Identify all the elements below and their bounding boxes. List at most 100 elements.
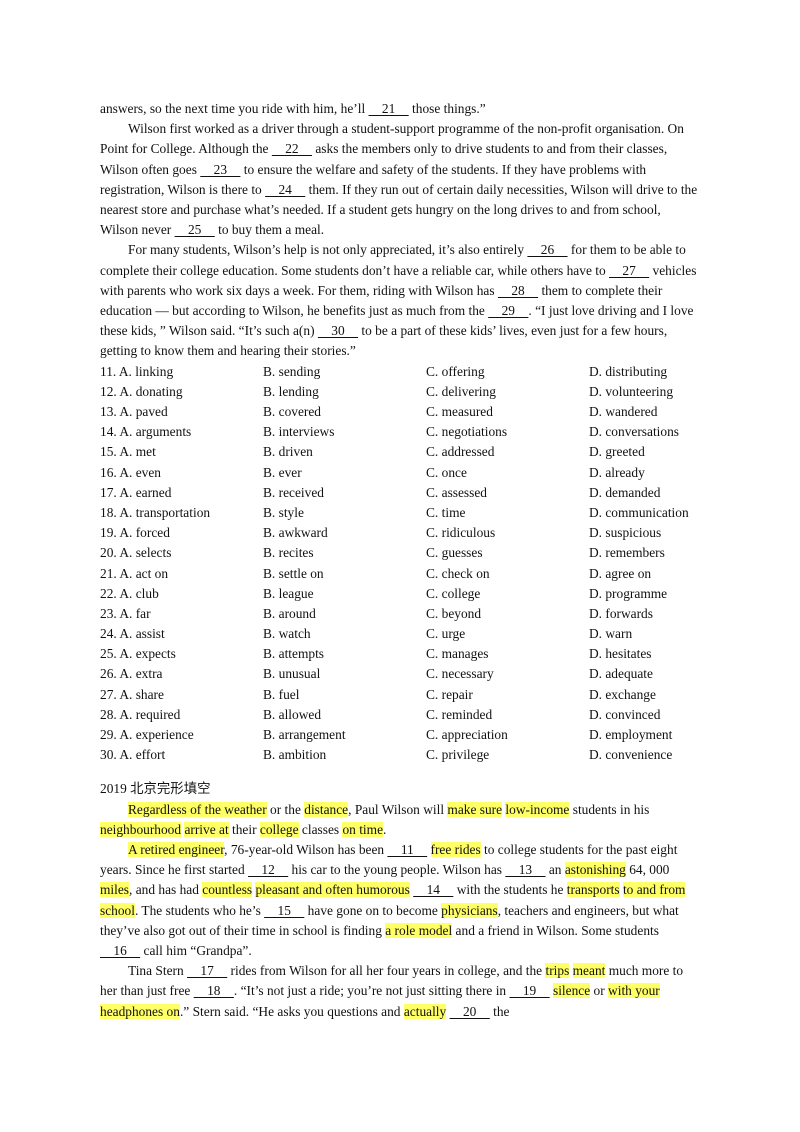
text-run: Tina Stern xyxy=(128,963,188,979)
highlighted-phrase: Regardless of the weather xyxy=(128,801,267,817)
highlighted-phrase: a role model xyxy=(385,922,453,938)
highlighted-phrase: miles xyxy=(100,882,130,898)
highlighted-phrase: countless xyxy=(202,882,253,898)
option-choice: C. guesses xyxy=(426,545,483,561)
option-choice: C. measured xyxy=(426,404,493,420)
text-run: and a friend in Wilson. Some students xyxy=(452,922,659,938)
option-choice: D. communication xyxy=(589,504,689,520)
option-choice: D. remembers xyxy=(589,545,665,561)
option-row: 23. A. far B. around C. beyond D. forwards xyxy=(100,604,700,624)
paragraph: Regardless of the weather or the distanc… xyxy=(100,800,700,840)
paragraph: Tina Stern 17 rides from Wilson for all … xyxy=(100,961,700,1022)
text-run: , and has had xyxy=(129,882,203,898)
option-choice: B. allowed xyxy=(263,706,322,722)
option-choice: 22. A. club xyxy=(100,585,159,601)
option-choice: D. programme xyxy=(589,585,668,601)
option-choice: D. employment xyxy=(589,727,673,743)
option-choice: B. driven xyxy=(263,444,313,460)
blank-number: 23 xyxy=(200,161,241,177)
option-choice: C. beyond xyxy=(426,605,482,621)
text-run: with the students he xyxy=(453,882,567,898)
highlighted-phrase: trips xyxy=(545,963,570,979)
text-run: to be a part of these kids’ lives, even … xyxy=(100,323,668,359)
option-choice: 15. A. met xyxy=(100,444,156,460)
option-choice: B. awkward xyxy=(263,525,328,541)
option-choice: D. wandered xyxy=(589,404,658,420)
highlighted-phrase: free rides xyxy=(430,842,481,857)
option-choice: D. forwards xyxy=(589,605,653,621)
option-choice: 14. A. arguments xyxy=(100,424,192,440)
option-choice: B. ever xyxy=(263,464,302,480)
option-choice: C. manages xyxy=(426,646,489,662)
highlighted-phrase: silence xyxy=(553,983,591,999)
text-run: to ensure the welfare and safety of the … xyxy=(100,161,647,197)
cloze-passage: Regardless of the weather or the distanc… xyxy=(100,800,700,1022)
text-run: their xyxy=(228,821,260,837)
option-choice: D. warn xyxy=(589,626,633,642)
option-choice: D. exchange xyxy=(589,686,656,702)
option-choice: D. demanded xyxy=(589,484,661,500)
option-choice: C. check on xyxy=(426,565,490,581)
option-choice: C. necessary xyxy=(426,666,494,682)
option-choice: C. appreciation xyxy=(426,727,508,743)
option-choice: B. sending xyxy=(263,363,321,379)
option-choice: B. style xyxy=(263,504,304,520)
option-choice: B. fuel xyxy=(263,686,300,702)
option-choice: C. time xyxy=(426,504,466,520)
option-choice: C. privilege xyxy=(426,747,490,763)
blank-number: 19 xyxy=(509,983,550,999)
option-choice: C. negotiations xyxy=(426,424,508,440)
text-run: . The students who he’s xyxy=(134,902,265,918)
option-choice: 17. A. earned xyxy=(100,484,172,500)
text-run: asks the members only to drive students … xyxy=(100,141,668,177)
option-choice: 23. A. far xyxy=(100,605,151,621)
option-choice: 28. A. required xyxy=(100,706,181,722)
blank-number: 15 xyxy=(264,902,305,918)
text-run: much more to her than just free xyxy=(100,963,684,999)
text-run: or xyxy=(590,983,609,999)
text-run: students in his xyxy=(569,801,650,817)
text-run: to buy them a meal. xyxy=(214,222,325,238)
option-choice: C. ridiculous xyxy=(426,525,496,541)
text-run: . “It’s not just a ride; you’re not just… xyxy=(233,983,510,999)
option-choice: 24. A. assist xyxy=(100,626,165,642)
blank-number: 17 xyxy=(187,963,228,979)
option-choice: B. league xyxy=(263,585,314,601)
text-run: . “I just love driving and I love these … xyxy=(100,303,694,339)
text-run: the xyxy=(489,1003,510,1019)
text-run: or the xyxy=(266,801,305,817)
document-page: answers, so the next time you ride with … xyxy=(100,99,700,1022)
paragraph: For many students, Wilson’s help is not … xyxy=(100,240,700,361)
highlighted-phrase: college xyxy=(259,821,299,837)
option-choice: 20. A. selects xyxy=(100,545,172,561)
option-choice: 16. A. even xyxy=(100,464,161,480)
option-choice: B. lending xyxy=(263,383,319,399)
text-run: his car to the young people. Wilson has xyxy=(288,862,506,878)
blank-number: 22 xyxy=(271,141,313,157)
text-run: have gone on to become xyxy=(304,902,442,918)
text-run: answers, so the next time you ride with … xyxy=(100,101,369,116)
highlighted-phrase: physicians xyxy=(441,902,498,918)
blank-number: 28 xyxy=(497,282,539,298)
blank-number: 11 xyxy=(387,842,428,857)
text-run: rides from Wilson for all her four years… xyxy=(227,963,546,979)
option-choice: C. reminded xyxy=(426,706,493,722)
highlighted-phrase: A retired engineer xyxy=(128,842,225,857)
option-choice: D. greeted xyxy=(589,444,645,460)
option-choice: B. around xyxy=(263,605,316,621)
blank-number: 20 xyxy=(449,1003,490,1019)
option-choice: C. assessed xyxy=(426,484,487,500)
highlighted-phrase: make sure xyxy=(447,801,503,817)
paragraph: Wilson first worked as a driver through … xyxy=(100,119,700,240)
